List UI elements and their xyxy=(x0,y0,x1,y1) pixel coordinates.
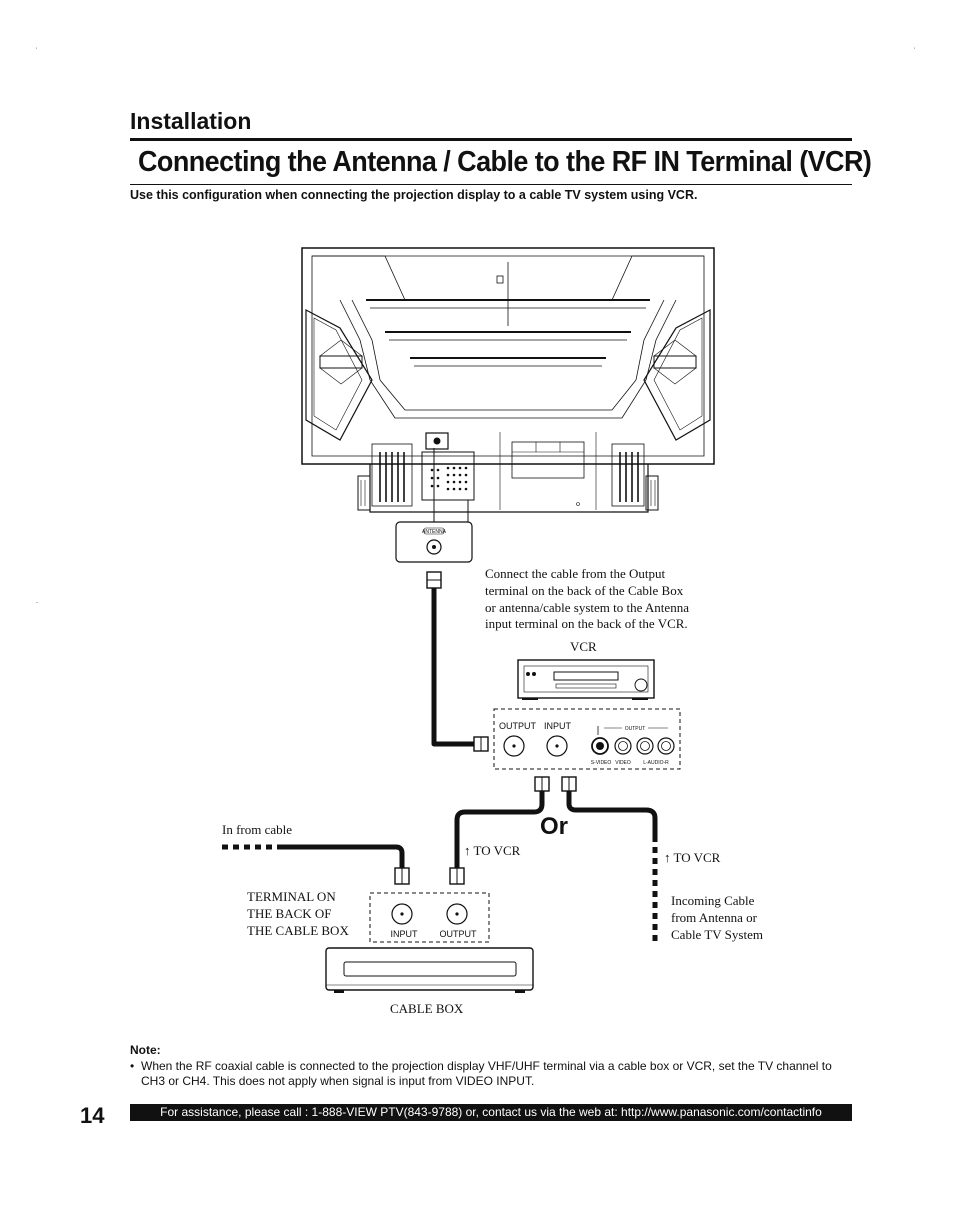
callout-line-4: input terminal on the back of the VCR. xyxy=(485,616,688,631)
incoming-line-3: Cable TV System xyxy=(671,927,763,942)
incoming-line-2: from Antenna or xyxy=(671,910,758,925)
cable-box-icon xyxy=(325,947,534,993)
cable-box-input-label: INPUT xyxy=(391,929,419,939)
note-text: When the RF coaxial cable is connected t… xyxy=(141,1059,832,1088)
page-number: 14 xyxy=(80,1103,105,1128)
cable-box-output-label: OUTPUT xyxy=(440,929,478,939)
callout-line-3: or antenna/cable system to the Antenna xyxy=(485,600,689,615)
cable-box-connectors xyxy=(394,867,465,885)
section-title: Installation xyxy=(130,108,252,134)
vcr-label: VCR xyxy=(570,639,597,654)
or-label: Or xyxy=(540,813,568,840)
crop-mark: ' xyxy=(914,48,916,54)
cable-tv-to-vcr xyxy=(426,571,489,752)
terminal-label-line-2: THE BACK OF xyxy=(247,906,332,921)
projection-tv-rear xyxy=(301,247,715,513)
cable-box-terminal: INPUT OUTPUT xyxy=(369,892,490,943)
cable-box-label: CABLE BOX xyxy=(390,1001,464,1016)
crop-mark: - xyxy=(36,600,38,606)
terminal-label-line-1: TERMINAL ON xyxy=(247,889,336,904)
vcr-audio-label: L-AUDIO-R xyxy=(643,760,669,766)
terminal-label-line-3: THE CABLE BOX xyxy=(247,923,349,938)
in-from-cable-label: In from cable xyxy=(222,822,292,837)
vcr-svideo-label: S-VIDEO xyxy=(591,760,612,766)
to-vcr-left-label: ↑ TO VCR xyxy=(464,843,521,858)
tv-panel-label: ANTENNA xyxy=(422,529,447,535)
tv-antenna-terminal: ANTENNA xyxy=(395,448,473,563)
vcr-icon xyxy=(517,659,655,700)
assistance-footer: For assistance, please call : 1-888-VIEW… xyxy=(130,1104,852,1121)
callout-line-2: terminal on the back of the Cable Box xyxy=(485,583,684,598)
intro-text: Use this configuration when connecting t… xyxy=(130,188,698,202)
section-rule xyxy=(130,138,852,141)
vcr-av-output-label: OUTPUT xyxy=(625,726,646,732)
note-title: Note: xyxy=(130,1043,161,1057)
incoming-line-1: Incoming Cable xyxy=(671,893,755,908)
heading-rule xyxy=(130,184,852,185)
vcr-input-connectors xyxy=(534,776,577,792)
vcr-input-label: INPUT xyxy=(544,721,572,731)
vcr-video-label: VIDEO xyxy=(615,760,631,766)
crop-mark: ' xyxy=(36,48,38,54)
note-bullet: • xyxy=(130,1059,135,1073)
page-heading: Connecting the Antenna / Cable to the RF… xyxy=(138,146,872,178)
callout-line-1: Connect the cable from the Output xyxy=(485,566,666,581)
vcr-rear-panel: OUTPUT INPUT OUTPUT S-VIDEO VIDEO L-AUDI… xyxy=(493,708,681,770)
note-body: • When the RF coaxial cable is connected… xyxy=(130,1059,855,1089)
vcr-output-label: OUTPUT xyxy=(499,721,537,731)
to-vcr-right-label: ↑ TO VCR xyxy=(664,850,721,865)
